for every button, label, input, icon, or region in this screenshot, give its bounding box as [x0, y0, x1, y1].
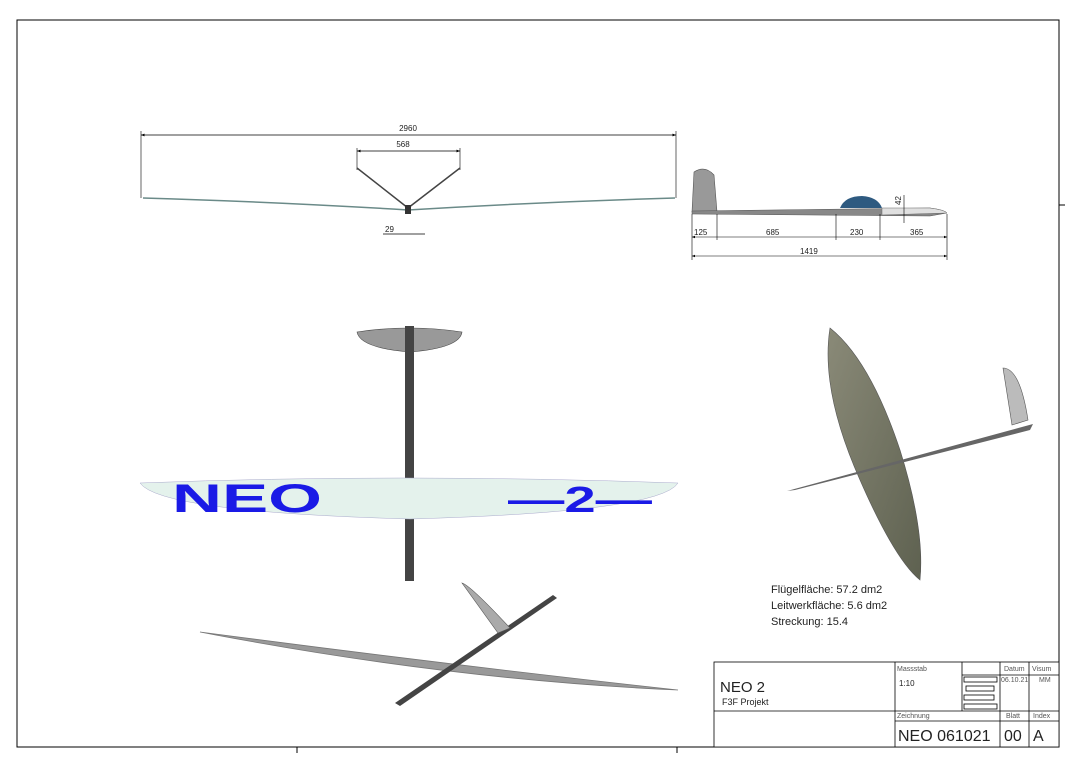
visum-value: MM — [1039, 677, 1051, 684]
revision-index: A — [1033, 728, 1044, 745]
drawing-number-label: Zeichnung — [897, 713, 930, 720]
spec-aspect-ratio: Streckung: 15.4 — [771, 616, 848, 628]
drawing-title: NEO 2 — [720, 679, 765, 696]
iso-view-right — [787, 327, 1033, 581]
wing-lettering-right: —2— — [508, 479, 652, 520]
spec-wing-area: Flügelfläche: 57.2 dm2 — [771, 584, 882, 596]
side-view: 42 125 685 230 365 1419 — [691, 168, 948, 260]
dim-nose: 365 — [910, 228, 924, 237]
drawing-subtitle: F3F Projekt — [722, 697, 769, 707]
date-value: 06.10.21 — [1001, 677, 1028, 684]
sheet-number: 00 — [1004, 728, 1022, 745]
dim-fin: 125 — [694, 228, 708, 237]
visum-label: Visum — [1032, 666, 1051, 673]
top-view: NEO —2— — [139, 326, 679, 581]
scale-value: 1:10 — [899, 679, 915, 688]
drawing-number: NEO 061021 — [898, 728, 991, 745]
dim-length: 1419 — [800, 247, 818, 256]
title-block — [713, 661, 1060, 748]
dim-chord: 230 — [850, 228, 864, 237]
dim-height: 42 — [894, 196, 903, 205]
dim-tail-width: 568 — [396, 140, 410, 149]
dim-root: 29 — [385, 225, 394, 234]
wing-lettering-left: NEO — [172, 477, 322, 521]
dim-span: 2960 — [399, 124, 417, 133]
sheet-border — [16, 19, 1060, 748]
dim-boom: 685 — [766, 228, 780, 237]
front-view: 2960 568 29 — [140, 124, 677, 235]
scale-label: Massstab — [897, 666, 927, 673]
index-label: Index — [1033, 713, 1051, 720]
spec-tail-area: Leitwerkfläche: 5.6 dm2 — [771, 600, 887, 612]
date-label: Datum — [1004, 666, 1025, 673]
sheet-label: Blatt — [1006, 713, 1020, 720]
iso-view-bottom — [199, 582, 679, 706]
specs-text: Flügelfläche: 57.2 dm2 Leitwerkfläche: 5… — [771, 584, 887, 628]
